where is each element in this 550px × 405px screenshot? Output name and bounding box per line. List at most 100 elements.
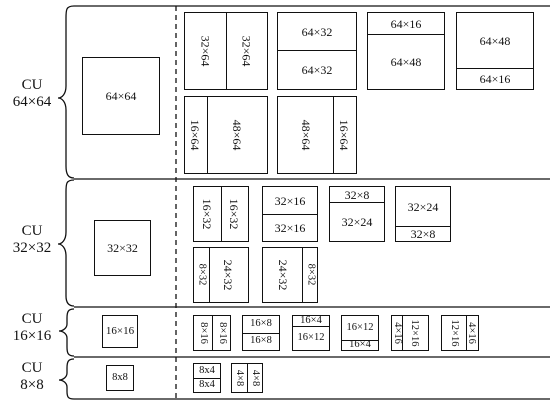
cu32-partition-h8top: 32×8 32×24 bbox=[329, 186, 385, 242]
cu16-partition-h4top: 16×4 16×12 bbox=[292, 315, 330, 351]
cu8-v4-label-left: 4×8 bbox=[234, 369, 246, 387]
cu64-partition-h32: 64×32 64×32 bbox=[277, 12, 357, 90]
cu64-h16bot-label-bottom: 64×16 bbox=[479, 71, 511, 86]
cu8-partition-v4: 4×8 4×8 bbox=[231, 363, 263, 393]
cu32-h8bot-label-top: 32×24 bbox=[407, 199, 439, 214]
cu64-cu-word: CU bbox=[21, 77, 43, 93]
cu16-v8-label-left: 8×16 bbox=[198, 322, 210, 344]
cu64-v16left-label-right: 48×64 bbox=[230, 119, 244, 151]
cu16-partition-h8: 16×8 16×8 bbox=[242, 315, 280, 351]
cu64-partition-h16top: 64×16 64×48 bbox=[367, 12, 445, 90]
cu16-h8-label-top: 16×8 bbox=[250, 318, 272, 330]
cu64-side-label: CU 64×64 bbox=[2, 77, 62, 112]
cu32-square-label: 32×32 bbox=[107, 241, 138, 255]
cu16-v4left-split bbox=[402, 316, 403, 350]
cu64-h32-split bbox=[278, 50, 356, 51]
brace-cu8 bbox=[58, 358, 75, 400]
cu16-h4top-label-top: 16×4 bbox=[300, 314, 322, 326]
cu32-v8right-label-right: 8×32 bbox=[305, 263, 317, 286]
cu8-h4-label-bottom: 8x4 bbox=[199, 378, 215, 390]
cu64-h32-label-top: 64×32 bbox=[301, 24, 333, 39]
cu16-square-label: 16×16 bbox=[105, 325, 135, 337]
cu64-cu-size: 64×64 bbox=[12, 94, 52, 111]
cu32-h8bot-label-bottom: 32×8 bbox=[410, 226, 436, 241]
cu16-h8-label-bottom: 16×8 bbox=[250, 335, 272, 347]
cu64-v32-label-left: 32×64 bbox=[198, 35, 213, 67]
cu32-v16-label-right: 16×32 bbox=[227, 198, 241, 230]
cu16-v4right-label-right: 4×16 bbox=[466, 322, 478, 344]
cu32-partition-h16: 32×16 32×16 bbox=[262, 186, 318, 242]
cu8-cu-size: 8×8 bbox=[20, 377, 44, 394]
cu16-partition-v8: 8×16 8×16 bbox=[193, 315, 231, 351]
cu64-partition-h16bot: 64×48 64×16 bbox=[456, 12, 534, 90]
cu16-partition-v4left: 4×16 12×16 bbox=[391, 315, 429, 351]
cu16-v8-split bbox=[212, 316, 213, 350]
cu64-h16top-label-top: 64×16 bbox=[390, 16, 422, 31]
cu16-cu-size: 16×16 bbox=[12, 328, 52, 345]
cu16-h4bot-label-bottom: 16×4 bbox=[349, 338, 371, 350]
cu32-v8left-label-right: 24×32 bbox=[221, 259, 235, 291]
cu64-v16right-label-left: 48×64 bbox=[299, 119, 313, 151]
cu16-v8-label-right: 8×16 bbox=[217, 322, 229, 344]
cu32-cu-word: CU bbox=[21, 223, 43, 239]
cu32-square: 32×32 bbox=[94, 220, 151, 276]
cu64-square: 64×64 bbox=[82, 57, 160, 135]
cu32-v8right-split bbox=[302, 248, 303, 302]
cu64-partition-v32: 32×64 32×64 bbox=[184, 12, 268, 90]
cu16-v4left-label-right: 12×16 bbox=[409, 319, 421, 347]
cu32-side-label: CU 32×32 bbox=[2, 223, 62, 258]
cu16-square: 16×16 bbox=[102, 315, 138, 348]
cu64-partition-v16left: 16×64 48×64 bbox=[184, 96, 268, 174]
cu16-partition-h4bot: 16×12 16×4 bbox=[341, 315, 379, 351]
cu16-v4right-split bbox=[466, 316, 467, 350]
cu32-partition-v16: 16×32 16×32 bbox=[193, 186, 249, 242]
cu64-partition-v16right: 48×64 16×64 bbox=[277, 96, 357, 174]
cu16-cu-word: CU bbox=[21, 311, 43, 327]
cu8-v4-split bbox=[247, 364, 248, 392]
cu32-v16-label-left: 16×32 bbox=[200, 198, 214, 230]
cu32-cu-size: 32×32 bbox=[12, 240, 52, 257]
cu8-h4-label-top: 8x4 bbox=[199, 364, 215, 376]
cu16-side-label: CU 16×16 bbox=[2, 311, 62, 346]
cu16-h8-split bbox=[243, 333, 279, 334]
cu64-v16right-label-right: 16×64 bbox=[337, 119, 351, 151]
cu32-h8top-split bbox=[330, 202, 384, 203]
cu32-v8left-label-left: 8×32 bbox=[196, 263, 208, 286]
cu32-h16-label-top: 32×16 bbox=[274, 193, 306, 208]
cu32-h16-split bbox=[263, 214, 317, 215]
cu64-v32-label-right: 32×64 bbox=[239, 35, 254, 67]
cu64-h16top-split bbox=[368, 34, 444, 35]
cu16-h4bot-label-top: 16×12 bbox=[346, 321, 374, 333]
cu64-v16left-split bbox=[207, 97, 208, 173]
cu32-h8bot-split bbox=[396, 226, 450, 227]
cu32-v16-split bbox=[221, 187, 222, 241]
cu16-v4right-label-left: 12×16 bbox=[449, 319, 461, 347]
cu32-v8right-label-left: 24×32 bbox=[276, 259, 290, 291]
cu32-h16-label-bottom: 32×16 bbox=[274, 220, 306, 235]
cu32-v8left-split bbox=[209, 248, 210, 302]
cu8-side-label: CU 8×8 bbox=[2, 360, 62, 395]
cu8-cu-word: CU bbox=[21, 360, 43, 376]
cu64-h16top-label-bottom: 64×48 bbox=[390, 54, 422, 69]
cu64-v16left-label-left: 16×64 bbox=[188, 119, 202, 151]
cu8-h4-split bbox=[194, 378, 220, 379]
cu8-v4-label-right: 4×8 bbox=[250, 369, 262, 387]
cu32-partition-h8bot: 32×24 32×8 bbox=[395, 186, 451, 242]
cu16-partition-v4right: 12×16 4×16 bbox=[441, 315, 479, 351]
cu64-v32-split bbox=[226, 13, 227, 89]
cu32-partition-v8right: 24×32 8×32 bbox=[262, 247, 318, 303]
cu16-v4left-label-left: 4×16 bbox=[392, 322, 404, 344]
cu32-h8top-label-bottom: 32×24 bbox=[341, 214, 373, 229]
brace-cu16 bbox=[58, 308, 75, 357]
cu32-partition-v8left: 8×32 24×32 bbox=[193, 247, 249, 303]
cu16-h4top-split bbox=[293, 326, 329, 327]
cu64-h16bot-split bbox=[457, 68, 533, 69]
cu64-v16right-split bbox=[333, 97, 334, 173]
cu64-square-label: 64×64 bbox=[105, 89, 137, 103]
cu32-h8top-label-top: 32×8 bbox=[344, 187, 370, 202]
cu8-square-label: 8x8 bbox=[112, 371, 128, 383]
cu16-h4bot-split bbox=[342, 340, 378, 341]
cu64-h32-label-bottom: 64×32 bbox=[301, 62, 333, 77]
